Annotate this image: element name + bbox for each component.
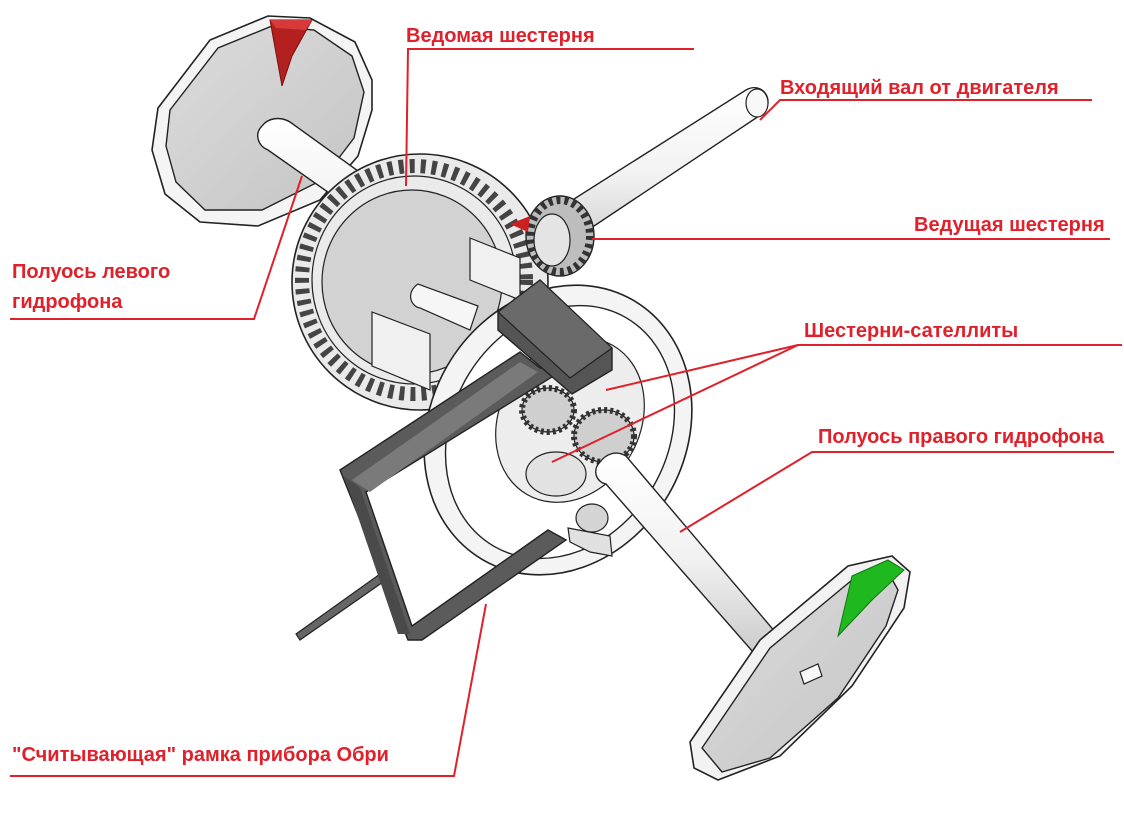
label-drive-gear: Ведущая шестерня bbox=[914, 214, 1105, 236]
leader-lines bbox=[10, 48, 1122, 777]
label-satellite-gears: Шестерни-сателлиты bbox=[804, 320, 1018, 342]
label-input-shaft: Входящий вал от двигателя bbox=[780, 77, 1059, 99]
leader-input-shaft bbox=[759, 99, 1092, 121]
drive-gear bbox=[510, 195, 595, 277]
labels: Ведомая шестерня Входящий вал от двигате… bbox=[12, 25, 1105, 766]
label-reading-frame: "Считывающая" рамка прибора Обри bbox=[12, 744, 389, 766]
label-left-halfshaft-1: Полуось левого bbox=[12, 261, 170, 283]
reading-frame bbox=[295, 279, 613, 641]
leader-reading-frame bbox=[10, 603, 487, 777]
leader-satellites-b bbox=[551, 344, 799, 463]
right-marker-sector bbox=[837, 559, 905, 638]
leader-right-halfshaft bbox=[679, 451, 1114, 533]
right-halfshaft bbox=[595, 452, 911, 781]
label-left-halfshaft-2: гидрофона bbox=[12, 291, 123, 313]
leader-left-halfshaft bbox=[10, 175, 303, 320]
leader-driven-gear bbox=[405, 48, 694, 187]
label-driven-gear: Ведомая шестерня bbox=[406, 25, 595, 47]
label-right-halfshaft: Полуось правого гидрофона bbox=[818, 426, 1105, 448]
